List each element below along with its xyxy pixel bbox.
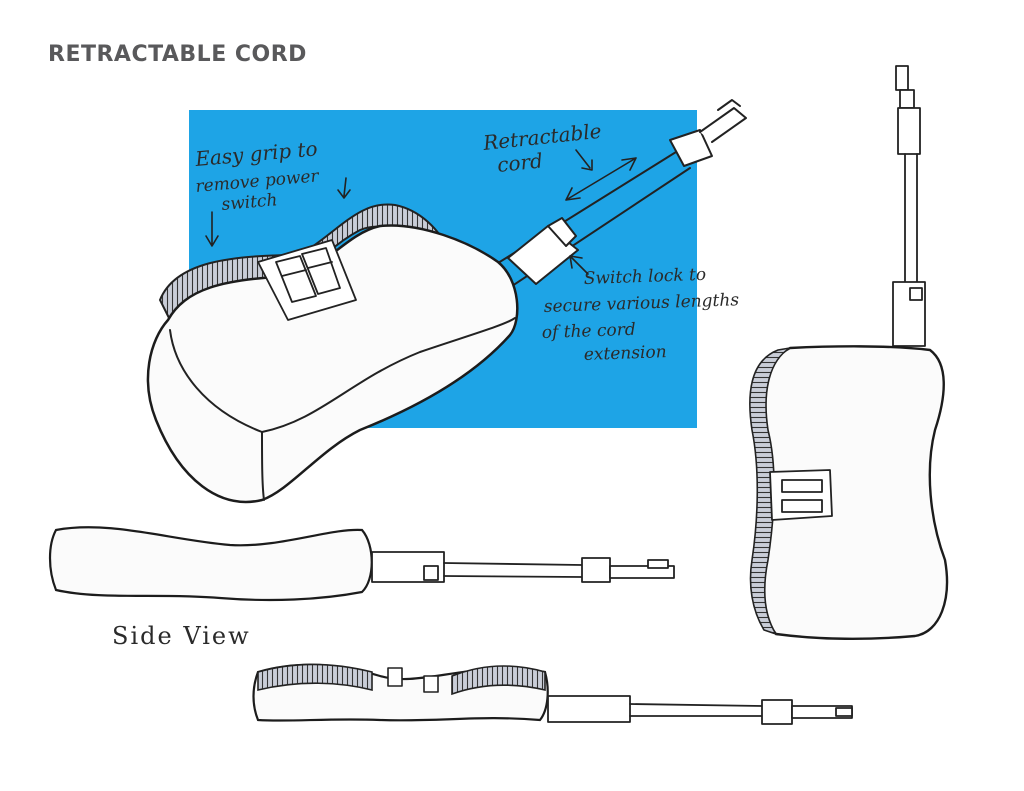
side-view-cord	[371, 551, 675, 583]
switch-lock-line-1: Switch lock to	[583, 265, 706, 289]
easy-grip-line-3: switch	[221, 190, 279, 215]
side-view	[48, 526, 675, 602]
side-view-label: Side View	[112, 622, 251, 650]
perspective-view	[146, 99, 747, 504]
switch-lock-line-3: of the cord	[541, 320, 636, 343]
top-view-cord	[892, 65, 926, 347]
switch-lock-line-4: extension	[583, 342, 666, 365]
page-title: RETRACTABLE CORD	[48, 42, 307, 67]
perspective-body-corner	[261, 431, 265, 501]
retractable-cord-arrows	[565, 149, 637, 201]
ribbed-side-top-left	[257, 663, 373, 692]
side-view-body	[48, 526, 373, 602]
switch-lock-arrow	[569, 255, 589, 275]
easy-grip-arrows	[205, 177, 351, 247]
power-switch	[257, 239, 357, 321]
side-view-ribbed	[252, 663, 853, 725]
top-view	[749, 65, 949, 640]
perspective-body-edge	[169, 317, 516, 433]
ribbed-side-cord	[547, 695, 853, 725]
ribbed-side-switch	[387, 667, 439, 693]
retractable-cord-line-2: cord	[496, 148, 544, 177]
perspective-cord	[489, 99, 747, 291]
ribbed-side-top-right	[451, 665, 546, 696]
top-view-switch	[769, 469, 833, 521]
